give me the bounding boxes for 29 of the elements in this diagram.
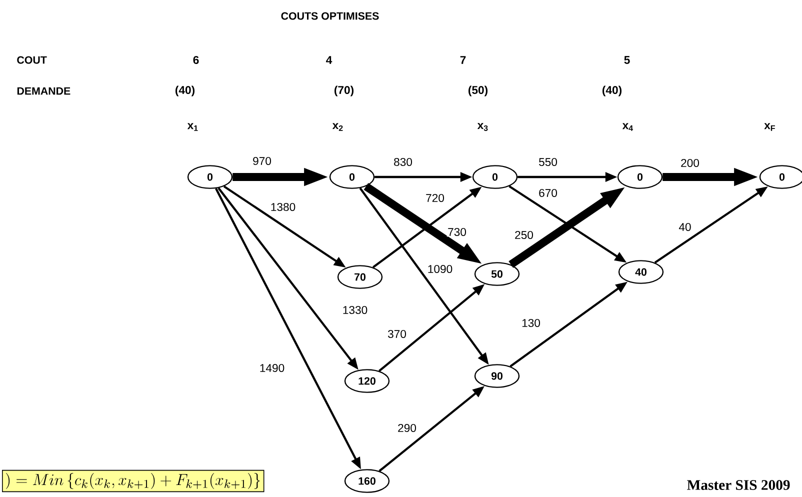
edge-label: 1090 <box>426 264 454 274</box>
column-label: 4 <box>326 56 332 64</box>
edge-label: 550 <box>538 157 558 167</box>
column-label: (70) <box>334 86 354 96</box>
column-label: (50) <box>468 86 488 96</box>
column-label: 5 <box>624 56 630 64</box>
edge-label: 370 <box>386 329 408 339</box>
edge-label: 830 <box>392 157 414 167</box>
row-label: COUT <box>17 56 47 64</box>
edge-label: 730 <box>446 227 468 237</box>
row-label: DEMANDE <box>17 87 70 95</box>
column-label: (40) <box>602 86 622 96</box>
edge-label: 1490 <box>258 363 286 373</box>
edge-label: 200 <box>680 158 700 168</box>
edge-label: 290 <box>396 423 418 433</box>
edge-label: 250 <box>514 230 534 240</box>
formula-box: $) = Min\left\{c_k(x_k, x_{k+1}) + F_{k+1}(x_{k+1})\right\}$ <box>2 470 264 492</box>
edge-label: 130 <box>520 318 542 328</box>
edge-label: 40 <box>678 222 692 232</box>
edge-label: 1380 <box>270 202 296 212</box>
edge-label: 720 <box>424 193 446 203</box>
edge-label: 1330 <box>342 305 368 315</box>
edge-label: 970 <box>252 156 272 166</box>
heading: COUTS OPTIMISES <box>281 12 379 20</box>
column-label: 6 <box>193 56 199 64</box>
column-label: (40) <box>176 86 194 96</box>
column-label: 7 <box>460 56 466 64</box>
edge-label: 670 <box>538 188 558 198</box>
footer-text: Master SIS 2009 <box>687 480 790 490</box>
